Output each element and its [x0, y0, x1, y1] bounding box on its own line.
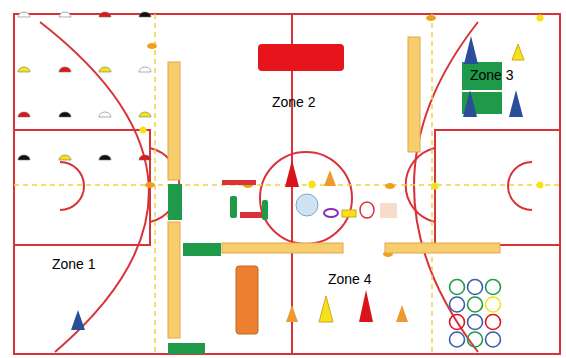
dome-marker: [99, 112, 111, 117]
agility-ring: [486, 280, 501, 295]
center-circle: [260, 152, 352, 244]
marker-dot: [147, 43, 157, 49]
dome-marker: [99, 67, 111, 72]
bench-bar: [222, 243, 343, 253]
dome-marker: [139, 67, 151, 72]
dome-marker: [139, 155, 151, 160]
agility-ring: [468, 280, 483, 295]
cone: [285, 160, 299, 187]
cone: [464, 36, 478, 64]
ring: [360, 202, 374, 218]
ring: [324, 209, 338, 217]
agility-ring: [468, 297, 483, 312]
cone: [512, 44, 524, 60]
left-three-arc: [40, 22, 149, 352]
dome-marker: [18, 112, 30, 117]
marker-dot: [309, 182, 316, 189]
right-key: [435, 130, 560, 245]
green-mat: [183, 243, 221, 256]
red-bar: [222, 180, 256, 185]
marker-dot: [426, 15, 436, 21]
ball-small: [309, 181, 316, 188]
bench-bar: [168, 222, 180, 338]
agility-ring: [450, 297, 465, 312]
right-rim-arc: [508, 162, 532, 210]
bench-bar: [168, 62, 180, 180]
ball: [296, 194, 318, 216]
marker-dot: [385, 183, 395, 189]
marker-dot: [432, 183, 439, 190]
green-block: [230, 196, 237, 218]
dome-marker: [59, 67, 71, 72]
orange-mat: [236, 266, 258, 334]
mat-line: [462, 90, 502, 92]
red-bar: [240, 212, 262, 218]
left-rim-arc: [60, 162, 84, 210]
agility-ring: [468, 332, 483, 347]
cone: [71, 310, 85, 330]
green-block: [262, 200, 268, 220]
dome-marker: [99, 12, 111, 17]
dome-marker: [139, 112, 151, 117]
bench-bar: [408, 37, 420, 152]
agility-ring: [450, 315, 465, 330]
marker-dot: [145, 182, 155, 188]
dome-marker: [139, 12, 151, 17]
dome-marker: [18, 155, 30, 160]
left-key: [14, 130, 150, 245]
agility-ring: [486, 297, 501, 312]
agility-ring: [450, 280, 465, 295]
zone-label: Zone 4: [328, 272, 372, 287]
block: [380, 203, 397, 218]
zone-label: Zone 3: [470, 68, 514, 83]
court-border: [14, 14, 560, 354]
marker-dot: [537, 15, 544, 22]
cone: [509, 90, 523, 117]
cone: [319, 296, 333, 322]
agility-ring: [468, 315, 483, 330]
cone: [396, 305, 408, 322]
cone: [359, 290, 373, 322]
dome-marker: [59, 155, 71, 160]
dome-marker: [59, 12, 71, 17]
marker-dot: [537, 182, 544, 189]
dome-marker: [99, 155, 111, 160]
red-mat: [258, 44, 344, 71]
dome-marker: [18, 67, 30, 72]
green-mat: [168, 184, 182, 220]
agility-ring: [486, 315, 501, 330]
zone-label: Zone 2: [272, 95, 316, 110]
cone: [463, 90, 477, 117]
cone: [286, 305, 298, 322]
agility-ring: [450, 332, 465, 347]
bench-bar: [385, 243, 500, 253]
dome-marker: [59, 112, 71, 117]
cone: [324, 170, 336, 186]
dome-marker: [18, 12, 30, 17]
block: [342, 210, 356, 217]
marker-dot: [140, 127, 147, 134]
zone-label: Zone 1: [52, 257, 96, 272]
green-mat: [168, 343, 205, 354]
agility-ring: [486, 332, 501, 347]
